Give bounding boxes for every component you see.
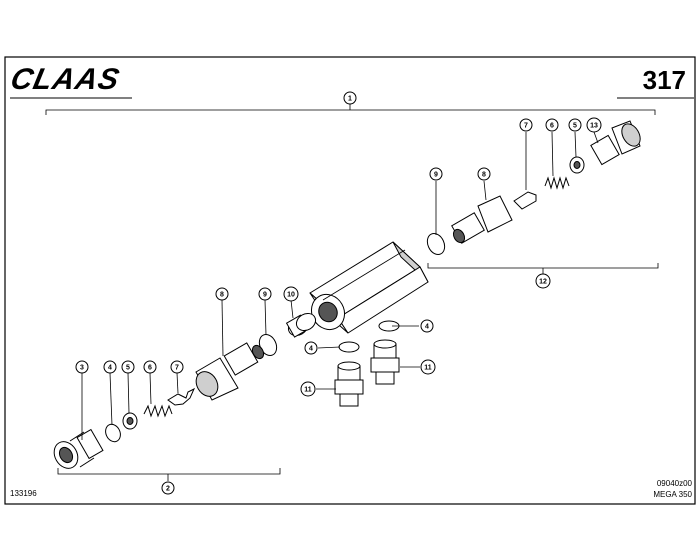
svg-text:5: 5: [126, 365, 130, 372]
brand-logo: CLAAS: [8, 63, 123, 96]
svg-text:2: 2: [166, 486, 170, 493]
poppet-7-left: [167, 387, 196, 406]
drawing-id: 133196: [10, 489, 37, 498]
svg-text:4: 4: [108, 365, 112, 372]
fitting-11-left: [334, 361, 364, 407]
o-ring-4-left: [105, 423, 121, 443]
model-name: MEGA 350: [653, 490, 692, 499]
spring-6-left: [143, 404, 173, 418]
o-ring-4-center: [338, 341, 360, 353]
callout-7-right: 7: [519, 118, 533, 132]
svg-text:6: 6: [550, 123, 554, 130]
callout-13: 13: [586, 117, 602, 133]
svg-text:12: 12: [539, 279, 547, 286]
callout-10: 10: [283, 286, 299, 302]
svg-text:3: 3: [80, 365, 84, 372]
adapter-13: [590, 120, 641, 166]
o-ring-9-right: [426, 232, 446, 256]
valve-body: [309, 241, 429, 334]
svg-text:6: 6: [148, 365, 152, 372]
callout-6-left: 6: [143, 360, 157, 374]
callout-5-right: 5: [568, 118, 582, 132]
leader-lines: [81, 131, 599, 440]
spring-6-right: [544, 176, 570, 190]
svg-text:13: 13: [590, 123, 598, 130]
callout-9-left: 9: [258, 287, 272, 301]
washer-5-right-hole: [573, 161, 581, 169]
doc-code: 09040z00: [657, 479, 693, 488]
fitting-11-right: [370, 339, 400, 385]
callout-9-right: 9: [429, 167, 443, 181]
housing-8-left: [195, 342, 265, 401]
svg-text:7: 7: [175, 365, 179, 372]
piston-10: [285, 312, 317, 338]
callout-4-left: 4: [103, 360, 117, 374]
washer-5-left-hole: [126, 417, 134, 425]
callout-5-left: 5: [121, 360, 135, 374]
poppet-7-right: [513, 191, 537, 210]
svg-text:9: 9: [434, 172, 438, 179]
adapter-3: [53, 428, 104, 469]
callout-2: 2: [161, 481, 175, 495]
callout-3: 3: [75, 360, 89, 374]
callout-11-right: 11: [420, 359, 436, 375]
svg-text:11: 11: [304, 387, 312, 394]
svg-text:4: 4: [309, 346, 313, 353]
assembly-1-bracket: [45, 104, 656, 115]
svg-text:9: 9: [263, 292, 267, 299]
svg-text:11: 11: [424, 365, 432, 372]
callout-8-left: 8: [215, 287, 229, 301]
callout-8-right: 8: [477, 167, 491, 181]
svg-text:5: 5: [573, 123, 577, 130]
housing-8-right: [451, 195, 513, 244]
callout-12: 12: [535, 273, 551, 289]
svg-text:4: 4: [425, 324, 429, 331]
callout-4-right: 4: [420, 319, 434, 333]
svg-text:8: 8: [482, 172, 486, 179]
callout-7-left: 7: [170, 360, 184, 374]
svg-text:8: 8: [220, 292, 224, 299]
svg-text:10: 10: [287, 292, 295, 299]
assembly-12-bracket: [427, 263, 659, 274]
assembly-2-bracket: [57, 468, 281, 481]
callout-11-left: 11: [300, 381, 316, 397]
callout-1: 1: [343, 91, 357, 105]
svg-text:7: 7: [524, 123, 528, 130]
page-number: 317: [643, 65, 686, 95]
callout-6-right: 6: [545, 118, 559, 132]
callout-4-center: 4: [304, 341, 318, 355]
svg-text:1: 1: [348, 96, 352, 103]
